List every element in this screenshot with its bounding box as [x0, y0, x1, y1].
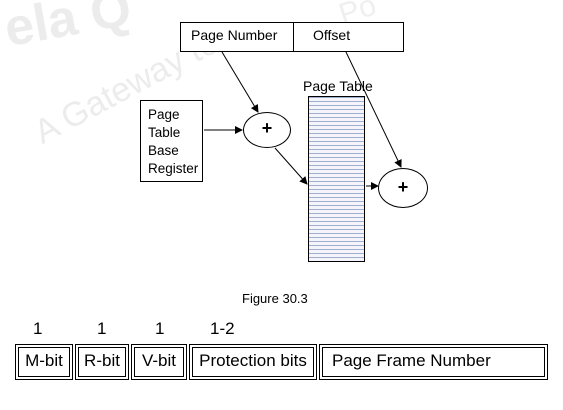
- adder-2-symbol: +: [397, 177, 409, 197]
- ptbr-line-3: Base: [148, 143, 179, 158]
- figure-caption: Figure 30.3: [242, 291, 308, 306]
- adder-2: +: [378, 168, 428, 208]
- arrow-adder-to-table: [274, 147, 308, 185]
- pte-field-protection-bits-label: Protection bits: [199, 351, 307, 370]
- pte-field-v-bit: V-bit: [131, 344, 187, 380]
- v-bit-width: 1: [155, 319, 165, 338]
- pte-field-page-frame-number-label: Page Frame Number: [332, 351, 491, 370]
- page-table-base-register-box: Page Table Base Register: [140, 100, 203, 182]
- pte-field-r-bit: R-bit: [75, 344, 129, 380]
- arrow-offset-to-adder: [345, 51, 402, 168]
- offset-label: Offset: [313, 27, 351, 43]
- ptbr-line-2: Table: [148, 125, 181, 140]
- virtual-address-box: Page Number Offset: [180, 22, 404, 52]
- page-table-label: Page Table: [303, 78, 373, 94]
- ptbr-line-4: Register: [148, 161, 199, 176]
- pte-field-r-bit-label: R-bit: [84, 351, 120, 370]
- adder-1-symbol: +: [261, 118, 273, 138]
- protection-bits-width: 1-2: [210, 319, 235, 338]
- page-number-label: Page Number: [191, 27, 278, 43]
- pte-field-protection-bits: Protection bits: [189, 344, 317, 380]
- pte-field-page-frame-number: Page Frame Number: [319, 344, 548, 380]
- page-number-cell: [181, 23, 294, 51]
- pte-field-m-bit: M-bit: [15, 344, 73, 380]
- pte-field-m-bit-label: M-bit: [25, 351, 63, 370]
- m-bit-width: 1: [33, 319, 43, 338]
- r-bit-width: 1: [97, 319, 107, 338]
- ptbr-line-1: Page: [148, 107, 180, 122]
- arrow-pagenum-to-adder: [221, 51, 259, 113]
- pte-field-v-bit-label: V-bit: [141, 351, 177, 370]
- adder-1: +: [243, 112, 291, 148]
- page-table: [308, 96, 365, 262]
